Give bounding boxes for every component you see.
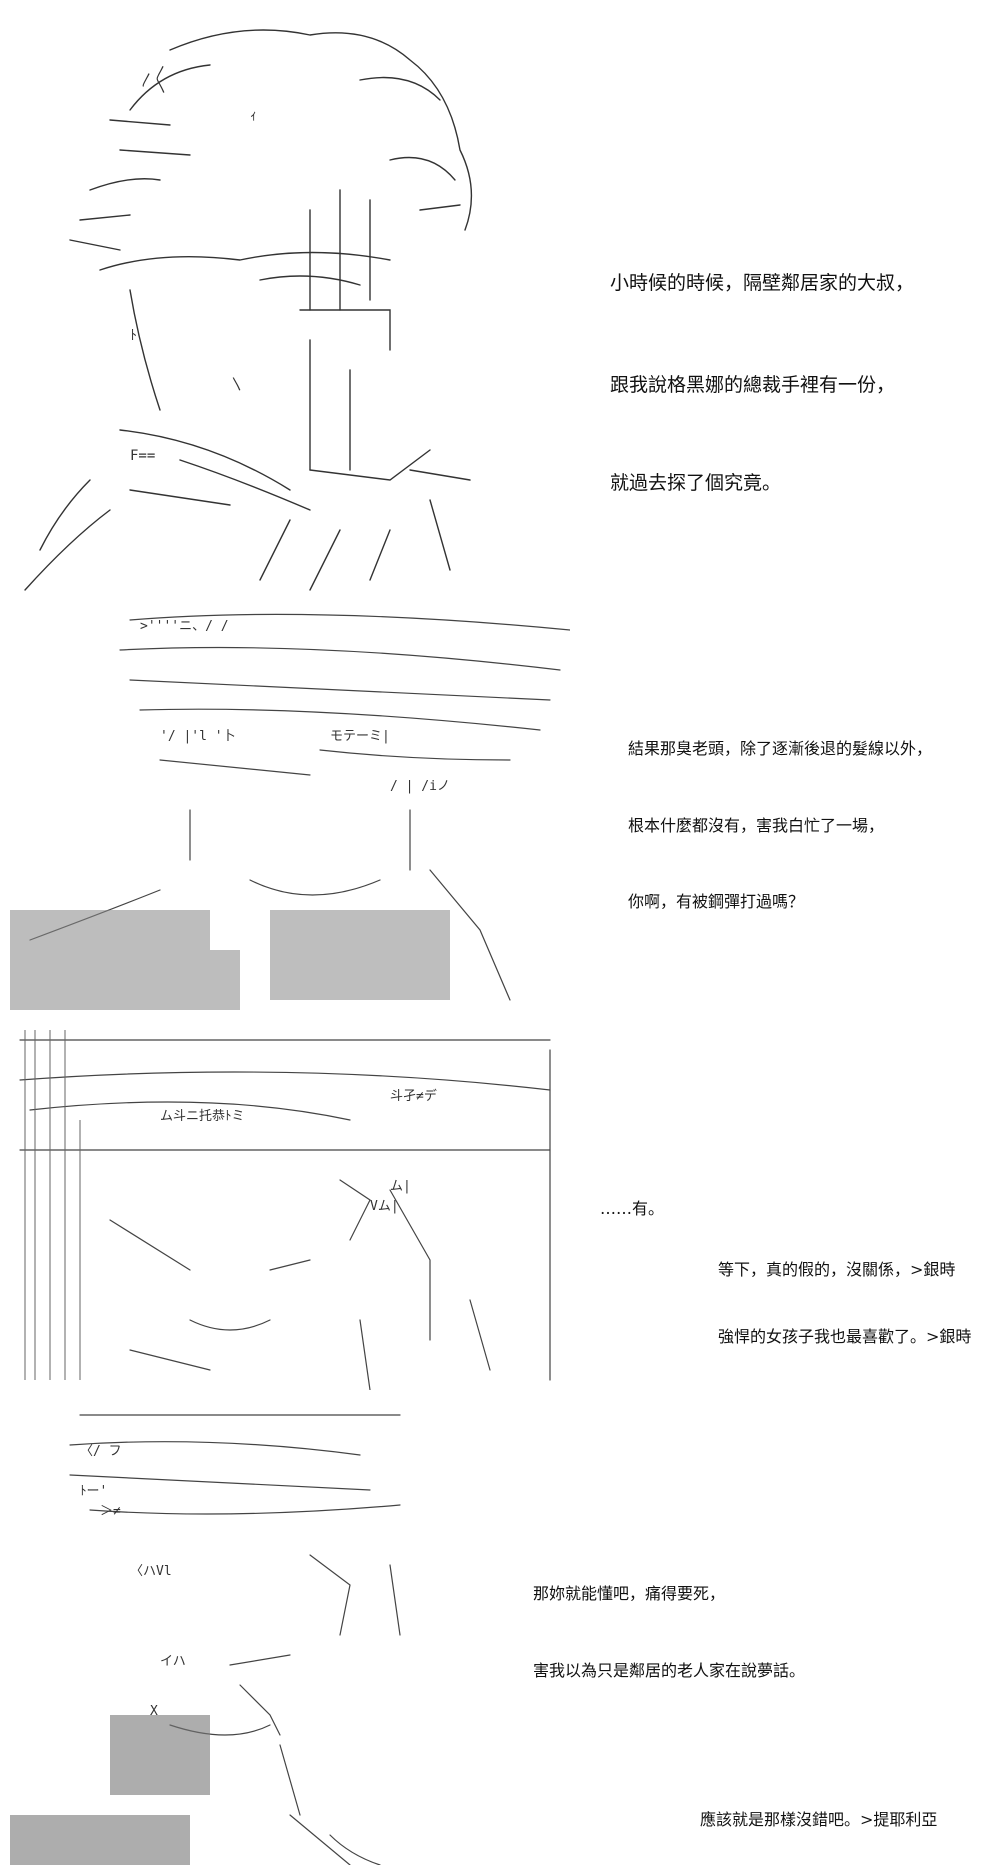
svg-text:＞≠: ＞≠ [100, 1504, 121, 1519]
svg-text:'/ |'l '卜: '/ |'l '卜 [160, 729, 236, 744]
svg-text:Vム|: Vム| [370, 1199, 399, 1214]
svg-text:斗孑≠デ: 斗孑≠デ [390, 1088, 437, 1104]
ascii-art-girl-with-long-hair: ム斗ニ托恭ﾄミ 斗孑≠デ ム| Vム| [10, 1020, 570, 1390]
narration-line: 跟我說格黑娜的總裁手裡有一份， [610, 374, 896, 396]
svg-text:ｨ: ｨ [250, 108, 257, 124]
panel-4: 〈/ フ ﾄー' ＞≠ 〈ハVl イハ X 那妳就能懂吧，痛得要死， 害我以為只… [0, 1390, 1000, 1870]
svg-text:〈ハVl: 〈ハVl [130, 1564, 172, 1579]
narration-line: 根本什麼都沒有，害我白忙了一場， [628, 816, 885, 835]
panel-3: ム斗ニ托恭ﾄミ 斗孑≠デ ム| Vム| ……有。 等下，真的假的，沒關係，>銀時… [0, 1010, 1000, 1390]
ascii-art-drawing: 〈/ フ ﾄー' ＞≠ 〈ハVl イハ X [10, 1414, 401, 1865]
panel-2: >''''ニ、/ / '/ |'l '卜 モテーミ| / | /iノ 結果那臭老… [0, 610, 1000, 1010]
svg-text:/ | /iノ: / | /iノ [390, 779, 450, 794]
narration-line: 小時候的時候，隔壁鄰居家的大叔， [610, 272, 915, 294]
svg-text:モテーミ|: モテーミ| [330, 729, 390, 744]
ascii-art-character-with-scarf: >''''ニ、/ / '/ |'l '卜 モテーミ| / | /iノ [10, 610, 570, 1010]
panel-1: 〳〳〵 ｨ ﾄ 〵 F== 小時候的時候，隔壁鄰居家的大叔， 跟我說格黑娜的總裁… [0, 0, 1000, 610]
svg-text:ﾄー': ﾄー' [80, 1484, 107, 1499]
narration-line: 強悍的女孩子我也最喜歡了。>銀時 [718, 1327, 972, 1346]
narration-line: 等下，真的假的，沒關係，>銀時 [718, 1260, 956, 1279]
narration-line: ……有。 [600, 1199, 665, 1218]
ascii-art-drawing: >''''ニ、/ / '/ |'l '卜 モテーミ| / | /iノ [10, 613, 570, 1010]
svg-text:ム斗ニ托恭ﾄミ: ム斗ニ托恭ﾄミ [160, 1109, 245, 1124]
narration-line: 應該就是那樣沒錯吧。>提耶利亞 [700, 1810, 938, 1829]
svg-text:イハ: イハ [160, 1654, 186, 1669]
svg-text:ム|: ム| [390, 1179, 411, 1194]
svg-text:〈/ フ: 〈/ フ [80, 1444, 122, 1459]
narration-line: 結果那臭老頭，除了逐漸後退的髮線以外， [628, 739, 933, 758]
narration-line: 害我以為只是鄰居的老人家在說夢話。 [533, 1661, 806, 1680]
svg-text:X: X [150, 1704, 158, 1719]
svg-text:〳〳〵: 〳〳〵 [140, 66, 168, 94]
narration-line: 那妳就能懂吧，痛得要死， [533, 1584, 726, 1603]
svg-text:ﾄ: ﾄ [130, 328, 137, 344]
svg-text:F==: F== [130, 448, 155, 464]
narration-line: 就過去探了個究竟。 [610, 472, 782, 494]
narration-line: 你啊，有被鋼彈打過嗎？ [628, 892, 805, 911]
ascii-art-character-drinking: 〈/ フ ﾄー' ＞≠ 〈ハVl イハ X [10, 1395, 510, 1865]
ascii-art-drawing: 〳〳〵 ｨ ﾄ 〵 F== [24, 29, 473, 591]
svg-text:>''''ニ、/ /: >''''ニ、/ / [140, 619, 229, 634]
svg-text:〵: 〵 [230, 378, 244, 394]
ascii-art-man-with-hand-on-chin: 〳〳〵 ｨ ﾄ 〵 F== [10, 10, 570, 600]
ascii-art-drawing: ム斗ニ托恭ﾄミ 斗孑≠デ ム| Vム| [19, 1030, 551, 1390]
